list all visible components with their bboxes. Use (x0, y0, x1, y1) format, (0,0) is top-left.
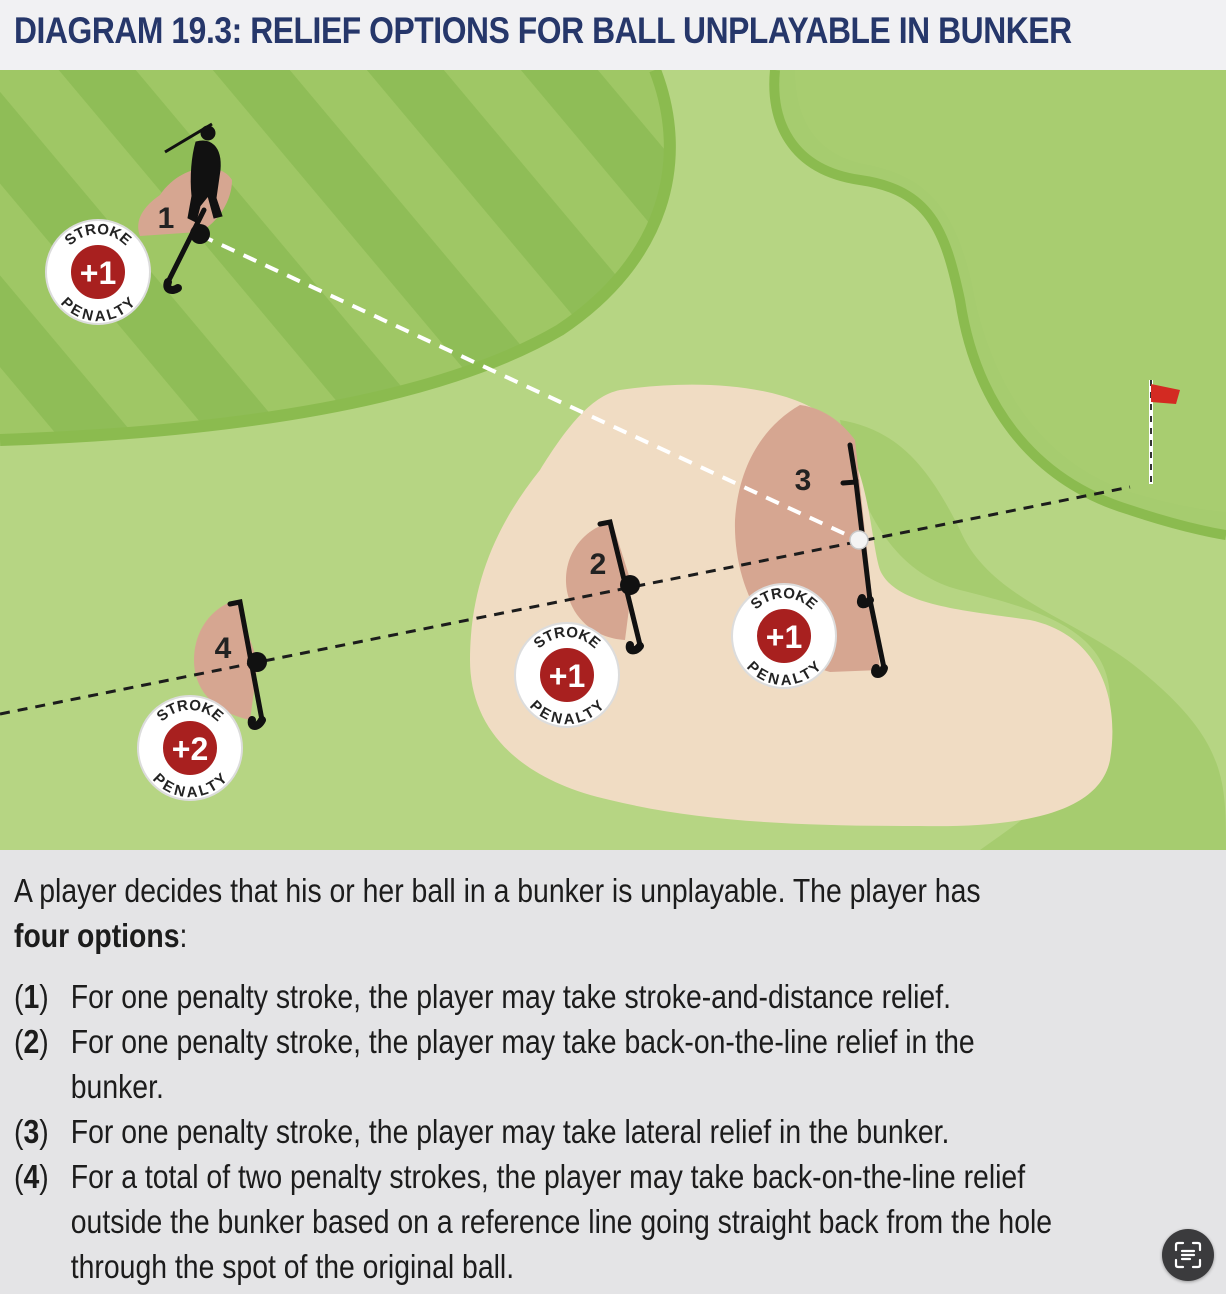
option-item: (1) For one penalty stroke, the player m… (14, 974, 1052, 1019)
penalty-badge-4: STROKE PENALTY +2 (137, 695, 243, 801)
relief-area-4 (194, 600, 258, 720)
options-list: (1) For one penalty stroke, the player m… (14, 974, 1052, 1289)
option-item: (3) For one penalty stroke, the player m… (14, 1109, 1052, 1154)
option-item: (4) For a total of two penalty strokes, … (14, 1154, 1052, 1289)
svg-text:+1: +1 (766, 619, 802, 655)
option-text: For one penalty stroke, the player may t… (70, 1113, 950, 1150)
area-label-2: 2 (590, 548, 607, 581)
text-scan-button[interactable] (1162, 1229, 1214, 1281)
svg-text:+1: +1 (80, 255, 116, 291)
club-icon (163, 207, 888, 730)
ball-position-1 (190, 224, 210, 244)
course-diagram: 1 2 3 4 STROKE PENALTY +1 STROKE PENALTY… (0, 70, 1226, 850)
rough-bottom (840, 420, 1226, 850)
option-text: For one penalty stroke, the player may t… (70, 1023, 975, 1060)
option-number: 4 (23, 1158, 40, 1195)
intro-colon: : (179, 917, 188, 954)
intro-line: A player decides that his or her ball in… (14, 872, 981, 909)
option-number: 2 (23, 1023, 40, 1060)
option-item: (2) For one penalty stroke, the player m… (14, 1019, 1052, 1109)
ball-position-4 (247, 652, 267, 672)
option-text: outside the bunker based on a reference … (70, 1203, 1053, 1240)
option-number: 3 (23, 1113, 40, 1150)
svg-text:+1: +1 (549, 658, 585, 694)
golf-ball-icon (849, 530, 869, 550)
option-text: through the spot of the original ball. (70, 1248, 515, 1285)
svg-text:+2: +2 (172, 731, 208, 767)
option-text: For one penalty stroke, the player may t… (70, 978, 951, 1015)
green (795, 70, 1226, 512)
option-text: bunker. (70, 1068, 164, 1105)
golfer-icon (164, 122, 223, 223)
option-text: For a total of two penalty strokes, the … (70, 1158, 1026, 1195)
option-number: 1 (23, 978, 40, 1015)
striped-fairway (0, 70, 670, 440)
reference-line (0, 485, 1131, 716)
intro-bold: four options (14, 917, 180, 954)
text-scan-icon (1174, 1241, 1202, 1269)
penalty-badge-2: STROKE PENALTY +1 (514, 622, 620, 728)
area-label-3: 3 (795, 464, 812, 497)
penalty-badge-1: STROKE PENALTY +1 (45, 219, 151, 325)
area-label-4: 4 (215, 632, 232, 665)
flag-icon (1149, 380, 1180, 484)
stroke-and-distance-line (199, 233, 859, 542)
ball-position-2 (620, 575, 640, 595)
diagram-title: DIAGRAM 19.3: RELIEF OPTIONS FOR BALL UN… (14, 10, 1072, 51)
area-label-1: 1 (158, 202, 175, 235)
header: DIAGRAM 19.3: RELIEF OPTIONS FOR BALL UN… (0, 0, 1226, 70)
intro-paragraph: A player decides that his or her ball in… (14, 868, 981, 958)
penalty-badge-3: STROKE PENALTY +1 (731, 583, 837, 689)
explanation-panel: A player decides that his or her ball in… (0, 850, 1226, 1294)
